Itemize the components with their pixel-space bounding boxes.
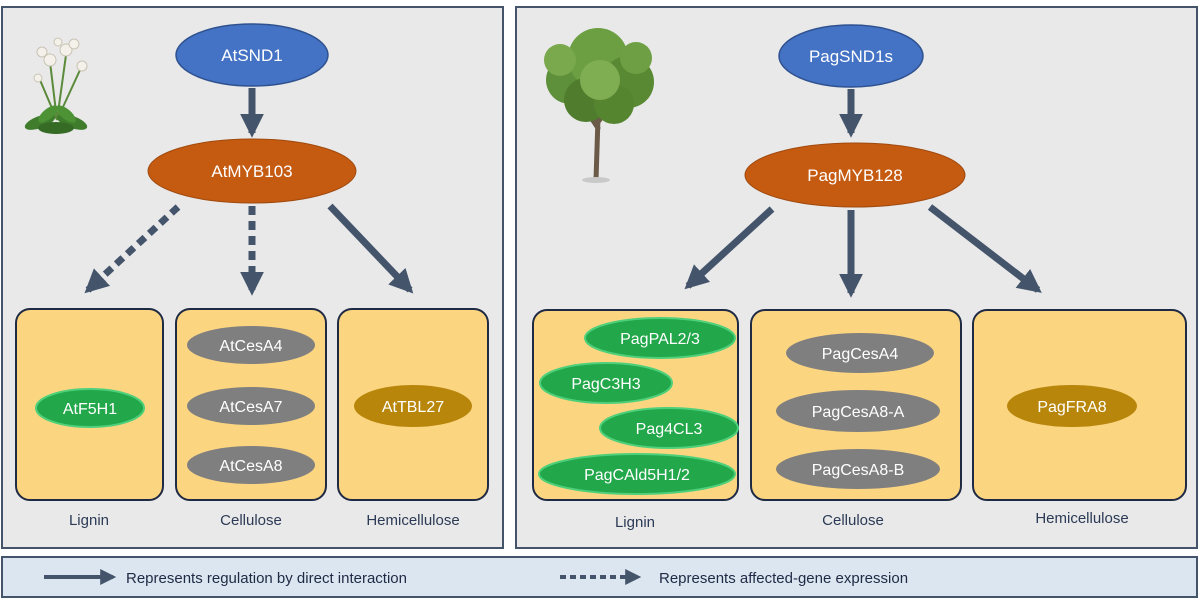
right-arrow-to-lignin <box>684 206 775 290</box>
gene-label: AtF5H1 <box>63 401 117 418</box>
gene-oval <box>776 390 940 432</box>
gene-oval <box>1007 385 1137 427</box>
right-cellulose-caption: Cellulose <box>822 512 884 529</box>
gene-label: PagPAL2/3 <box>620 331 700 348</box>
gene-oval <box>584 317 736 359</box>
gene-label: PagCesA4 <box>822 346 899 363</box>
left-top-node-label: AtSND1 <box>221 46 282 65</box>
gene-label: Pag4CL3 <box>636 421 703 438</box>
gene-label: AtTBL27 <box>382 399 444 416</box>
gene-label: PagCesA8-B <box>812 462 905 479</box>
left-mid-node-label: AtMYB103 <box>211 162 292 181</box>
left-lignin-caption: Lignin <box>69 512 109 529</box>
tree-icon <box>544 28 654 183</box>
gene-label: PagFRA8 <box>1037 399 1106 416</box>
right-lignin-caption: Lignin <box>615 514 655 531</box>
gene-oval <box>599 407 739 449</box>
gene-label: AtCesA7 <box>219 399 282 416</box>
right-top-node <box>778 24 924 88</box>
gene-oval <box>786 333 934 373</box>
right-top-node-label: PagSND1s <box>809 47 893 66</box>
right-hemicellulose-caption: Hemicellulose <box>1035 510 1128 527</box>
left-mid-node <box>147 138 357 204</box>
gene-oval <box>776 449 940 489</box>
left-panel: AtSND1 AtMYB103 AtF5H1 AtCesA4 AtCesA7 A… <box>1 6 504 549</box>
left-arrow-to-hemicellulose <box>327 203 414 294</box>
gene-oval <box>35 388 145 428</box>
left-arrow-to-lignin <box>84 204 181 294</box>
gene-label: AtCesA4 <box>219 338 282 355</box>
gene-label: PagCAld5H1/2 <box>584 467 690 484</box>
arabidopsis-plant-icon <box>24 37 88 134</box>
legend-dashed-label: Represents affected-gene expression <box>659 570 908 587</box>
left-cellulose-caption: Cellulose <box>220 512 282 529</box>
legend-solid-label: Represents regulation by direct interact… <box>126 570 407 587</box>
gene-oval <box>187 387 315 425</box>
right-arrow-to-hemicellulose <box>927 204 1042 293</box>
gene-label: PagCesA8-A <box>812 404 905 421</box>
gene-oval <box>539 362 673 404</box>
gene-label: PagC3H3 <box>571 376 640 393</box>
gene-oval <box>538 453 736 495</box>
left-hemicellulose-caption: Hemicellulose <box>366 512 459 529</box>
gene-oval <box>187 446 315 484</box>
legend: Represents regulation by direct interact… <box>1 556 1198 598</box>
gene-oval <box>187 326 315 364</box>
right-mid-node <box>744 142 966 208</box>
gene-label: AtCesA8 <box>219 458 282 475</box>
gene-oval <box>354 385 472 427</box>
right-mid-node-label: PagMYB128 <box>807 166 902 185</box>
left-top-node <box>175 23 329 87</box>
right-panel: PagSND1s PagMYB128 PagPAL2/3 PagC3H3 Pag… <box>515 6 1198 549</box>
